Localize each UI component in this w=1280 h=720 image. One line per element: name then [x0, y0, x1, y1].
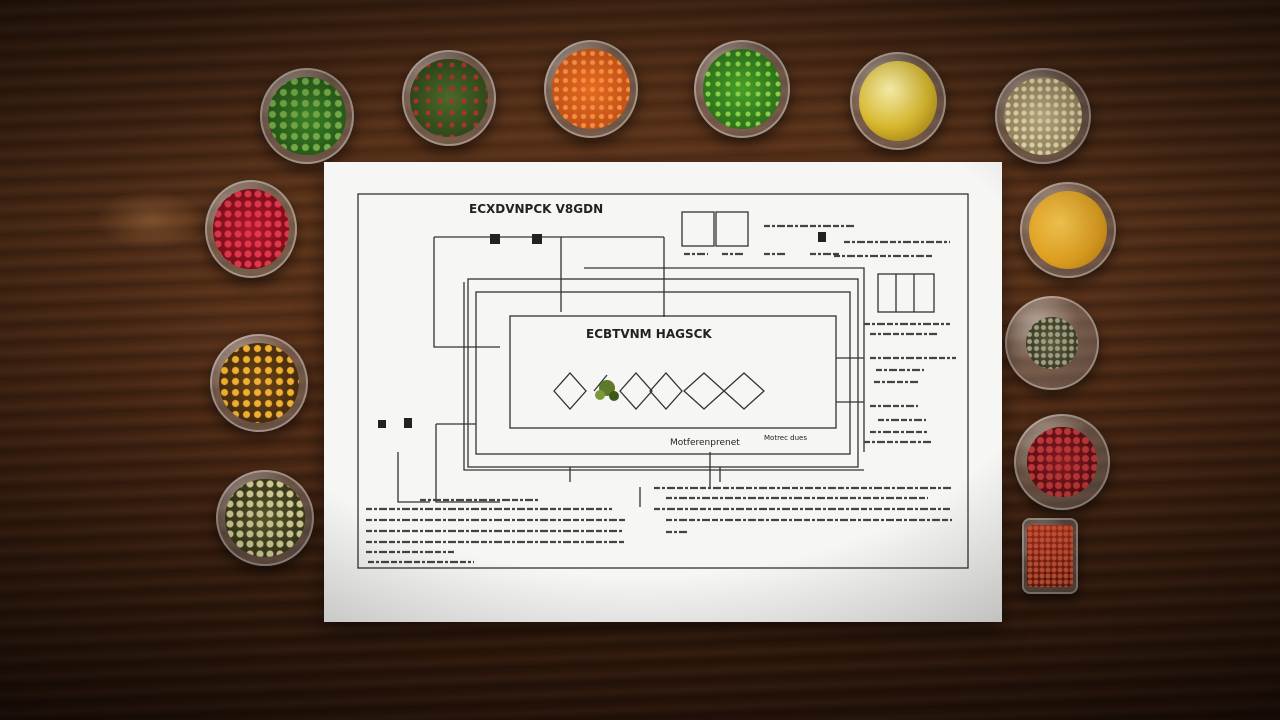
- spice-bowl-chili-flakes: [205, 180, 297, 278]
- mixed-herbs: [410, 58, 488, 138]
- schematic-paper: ECXDVNPCK V8GDN ECBTVNM HAGSCK Motferenp…: [324, 162, 1002, 622]
- spice-bowl-dried-herbs-small: [1005, 296, 1099, 390]
- seeds: [1003, 76, 1083, 156]
- grid-box: [877, 273, 935, 313]
- wood-knot: [95, 190, 205, 250]
- herb-sprig: [595, 380, 619, 401]
- spice-bowl-turmeric: [1020, 182, 1116, 278]
- spice-bowl-red-berries: [1014, 414, 1110, 510]
- box-left: [681, 211, 715, 247]
- spice-bowl-herbs: [260, 68, 354, 164]
- spice-dish-saffron: [1022, 518, 1078, 594]
- turmeric: [1028, 190, 1108, 270]
- olive-oil: [858, 60, 938, 142]
- chili-flakes: [213, 188, 289, 270]
- inner-title: ECBTVNM HAGSCK: [586, 327, 712, 341]
- lentils: [224, 478, 306, 558]
- saffron: [1027, 524, 1073, 588]
- center-label: Motferenprenet: [670, 438, 740, 448]
- red-berries: [1027, 427, 1097, 497]
- side-label: Motrec dues: [764, 434, 807, 442]
- spice-bowl-peppercorns: [210, 334, 308, 432]
- dried-herbs: [268, 76, 346, 156]
- ground-herbs: [1025, 316, 1079, 370]
- paprika: [552, 48, 630, 130]
- spice-bowl-parsley: [694, 40, 790, 138]
- spice-bowl-seeds: [995, 68, 1091, 164]
- box-right: [715, 211, 749, 247]
- spice-bowl-lentils: [216, 470, 314, 566]
- spice-bowl-paprika: [544, 40, 638, 138]
- spice-bowl-mixed-herbs: [402, 50, 496, 146]
- schematic-diagram: ECXDVNPCK V8GDN ECBTVNM HAGSCK Motferenp…: [357, 193, 969, 569]
- peppercorns: [218, 342, 300, 424]
- parsley: [702, 48, 782, 130]
- paper-title: ECXDVNPCK V8GDN: [469, 202, 603, 216]
- oil-bowl: [850, 52, 946, 150]
